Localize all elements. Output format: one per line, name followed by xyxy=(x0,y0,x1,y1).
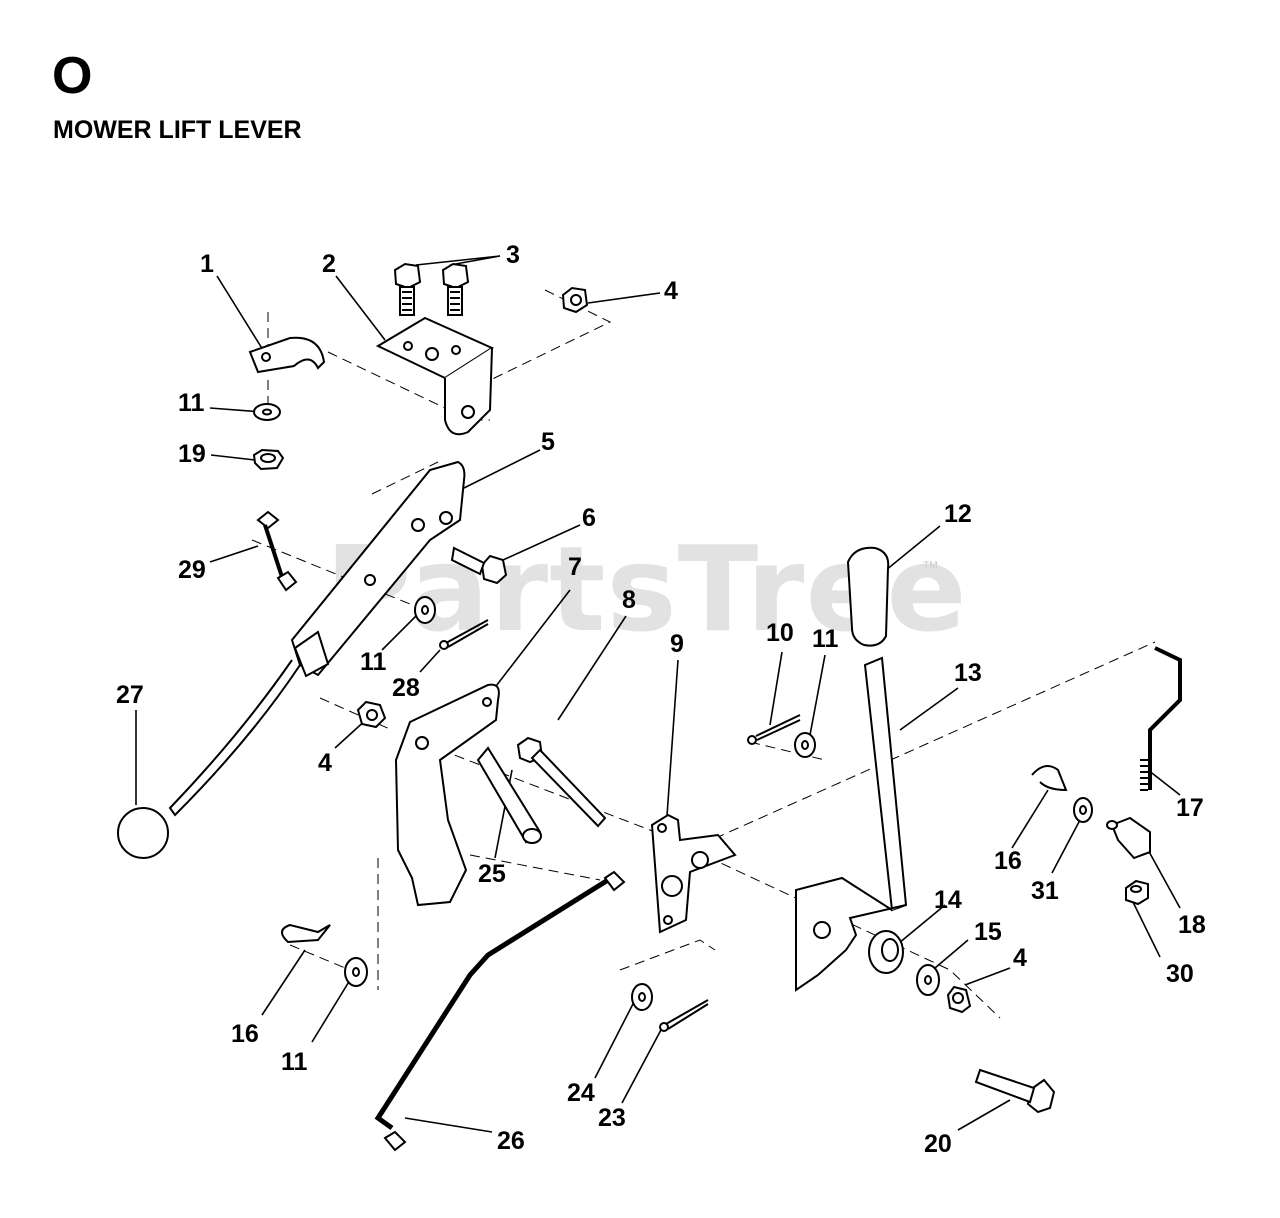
part-cotter-pin-23 xyxy=(659,999,709,1032)
callout-2: 2 xyxy=(322,250,336,278)
part-swivel-18 xyxy=(1106,816,1151,860)
part-washer-11d xyxy=(344,957,368,987)
callout-25: 25 xyxy=(478,860,506,888)
callout-3: 3 xyxy=(506,241,520,269)
callout-4: 4 xyxy=(664,277,678,305)
part-link-29 xyxy=(256,510,298,592)
callout-30: 30 xyxy=(1166,960,1194,988)
part-nut-19 xyxy=(252,448,285,471)
part-nut-4c xyxy=(946,985,972,1014)
callout-11: 11 xyxy=(360,648,387,676)
section-title: MOWER LIFT LEVER xyxy=(53,116,302,144)
callout-24: 24 xyxy=(567,1079,595,1107)
part-nut-30 xyxy=(1125,879,1149,906)
callout-11: 11 xyxy=(812,625,839,653)
callout-16: 16 xyxy=(231,1020,259,1048)
part-washer-11c xyxy=(794,732,816,758)
part-clip-1 xyxy=(248,336,326,374)
callout-19: 19 xyxy=(178,440,206,468)
callout-28: 28 xyxy=(392,674,420,702)
part-plate-9 xyxy=(650,813,737,934)
part-washer-11a xyxy=(253,403,281,421)
parts xyxy=(117,262,1182,1152)
callout-6: 6 xyxy=(582,504,596,532)
callout-15: 15 xyxy=(974,918,1002,946)
part-bolt-8 xyxy=(516,736,607,828)
part-lever-13 xyxy=(795,656,908,992)
callout-4: 4 xyxy=(318,749,332,777)
callouts: 1 2 3 4 11 19 5 6 29 12 7 8 11 28 27 4 9… xyxy=(116,241,1206,1158)
part-rod-17 xyxy=(1140,646,1182,791)
part-washer-24 xyxy=(631,983,653,1011)
part-bolt-20 xyxy=(974,1068,1056,1114)
callout-14: 14 xyxy=(934,886,962,914)
part-bracket-2 xyxy=(375,316,495,436)
callout-4: 4 xyxy=(1013,944,1027,972)
watermark-trademark: ™ xyxy=(922,558,939,577)
callout-31: 31 xyxy=(1031,877,1059,905)
part-bolts-3 xyxy=(393,262,470,316)
callout-20: 20 xyxy=(924,1130,952,1158)
callout-8: 8 xyxy=(622,586,636,614)
callout-1: 1 xyxy=(200,250,214,278)
part-tube-25 xyxy=(476,746,542,844)
callout-27: 27 xyxy=(116,681,144,709)
part-washer-11b xyxy=(414,596,436,624)
callout-5: 5 xyxy=(541,428,555,456)
part-washer-31 xyxy=(1073,797,1093,823)
part-rod-26 xyxy=(374,870,626,1152)
part-bushing-14 xyxy=(868,930,904,974)
part-arm-5 xyxy=(168,460,466,817)
leader-lines xyxy=(135,255,1181,1133)
part-nut-4b xyxy=(356,700,387,729)
part-hairpin-16b xyxy=(281,923,331,944)
part-washer-15 xyxy=(916,964,940,996)
callout-12: 12 xyxy=(944,500,972,528)
part-hairpin-16a xyxy=(1031,765,1068,792)
callout-29: 29 xyxy=(178,556,206,584)
part-plate-7 xyxy=(394,683,500,907)
part-grip-12 xyxy=(846,546,890,647)
part-ball-knob-27 xyxy=(117,807,169,859)
part-cotter-pin-10 xyxy=(747,714,801,745)
callout-11: 11 xyxy=(281,1048,308,1076)
callout-13: 13 xyxy=(954,659,982,687)
section-letter: O xyxy=(52,47,93,105)
assembly-lines xyxy=(251,289,1156,1019)
part-nut-4a xyxy=(561,286,589,314)
part-bolt-6 xyxy=(450,546,508,585)
callout-26: 26 xyxy=(497,1127,525,1155)
callout-16: 16 xyxy=(994,847,1022,875)
callout-17: 17 xyxy=(1176,794,1204,822)
callout-10: 10 xyxy=(766,619,794,647)
callout-9: 9 xyxy=(670,630,684,658)
callout-7: 7 xyxy=(568,553,582,581)
callout-18: 18 xyxy=(1178,911,1206,939)
part-cotter-pin-28 xyxy=(439,619,489,650)
callout-11: 11 xyxy=(178,389,205,417)
callout-23: 23 xyxy=(598,1104,626,1132)
